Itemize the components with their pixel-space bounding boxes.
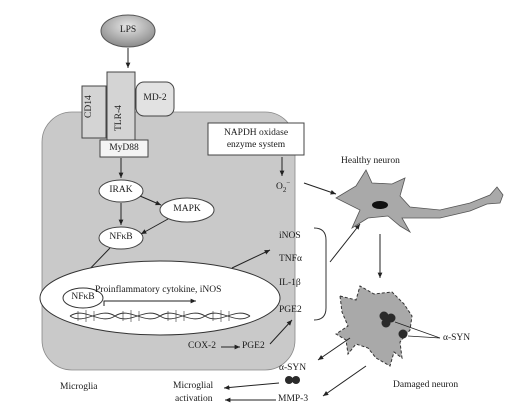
damaged-neuron	[335, 285, 413, 367]
mmp3-label: MMP-3	[278, 394, 309, 404]
asyn-pointer-2	[407, 335, 441, 339]
superoxide-sup: −	[286, 179, 291, 187]
healthy-neuron-label: Healthy neuron	[341, 156, 400, 166]
tnf-label: TNFα	[279, 254, 302, 264]
microglial-activation-line1: Microglial	[173, 381, 214, 391]
superoxide-sub: 2	[282, 186, 287, 195]
inos-label: iNOS	[279, 231, 301, 241]
il1b-label: IL-1β	[279, 278, 301, 288]
arrow-irak-mapk	[139, 195, 162, 206]
pge2-bottom-label: PGE2	[242, 341, 265, 351]
arrow-pge2-mediators	[269, 319, 293, 345]
dna-helix	[69, 312, 251, 320]
microglia-label: Microglia	[60, 382, 98, 392]
pge2-label: PGE2	[279, 305, 302, 315]
md2-label: MD-2	[143, 93, 167, 103]
microglial-activation-line2: activation	[175, 394, 213, 404]
nfkb-nucleus-node	[62, 287, 104, 309]
healthy-neuron-nucleus	[372, 201, 388, 209]
nucleus	[39, 260, 281, 336]
asyn-pointer-1	[394, 321, 441, 339]
nfkb-cyto-node	[98, 226, 144, 250]
arrow-mapk-nfkb	[140, 218, 169, 235]
arrow-nucleus-mediators	[231, 249, 271, 269]
mediator-bracket	[313, 227, 327, 321]
mapk-label: MAPK	[173, 204, 201, 214]
cox2-label: COX-2	[188, 341, 216, 351]
arrow-o2-neuron	[303, 182, 337, 195]
nfkb-cyto-label: NFκB	[109, 232, 133, 242]
damaged-neuron-label: Damaged neuron	[393, 380, 459, 390]
lps-label: LPS	[119, 25, 137, 35]
nucleus-label: Proinflammatory cytokine, iNOS	[95, 285, 222, 295]
asyn-left-label: α-SYN	[279, 363, 307, 373]
healthy-neuron	[335, 169, 504, 234]
arrow-damaged-mmp3	[322, 365, 367, 397]
nadph-line2: enzyme system	[226, 140, 286, 150]
mapk-node	[159, 197, 215, 223]
superoxide-label: O2−	[276, 178, 290, 196]
cd14-receptor	[81, 85, 107, 139]
asyn-right-label: α-SYN	[443, 333, 471, 343]
tlr4-receptor	[106, 71, 136, 141]
nadph-box	[207, 122, 305, 156]
superoxide-base: O	[276, 182, 283, 193]
lps-node	[100, 14, 156, 48]
arrow-damaged-asyn	[317, 337, 351, 361]
cd14-label: CD14	[84, 95, 94, 118]
md2-receptor	[135, 81, 175, 117]
arrow-mediators-neuron	[329, 223, 361, 263]
irak-label: IRAK	[109, 185, 133, 195]
irak-node	[98, 179, 144, 203]
myd88-box	[99, 139, 149, 158]
nfkb-nucleus-label: NFκB	[71, 292, 95, 302]
dna-rungs	[77, 310, 230, 322]
tlr4-label: TLR-4	[114, 105, 124, 131]
asyn-aggregate	[285, 376, 300, 384]
myd88-label: MyD88	[109, 143, 139, 153]
arrow-transcription	[103, 298, 196, 306]
arrow-asyn-activation	[223, 382, 280, 390]
nadph-line1: NAPDH oxidase	[223, 128, 289, 138]
